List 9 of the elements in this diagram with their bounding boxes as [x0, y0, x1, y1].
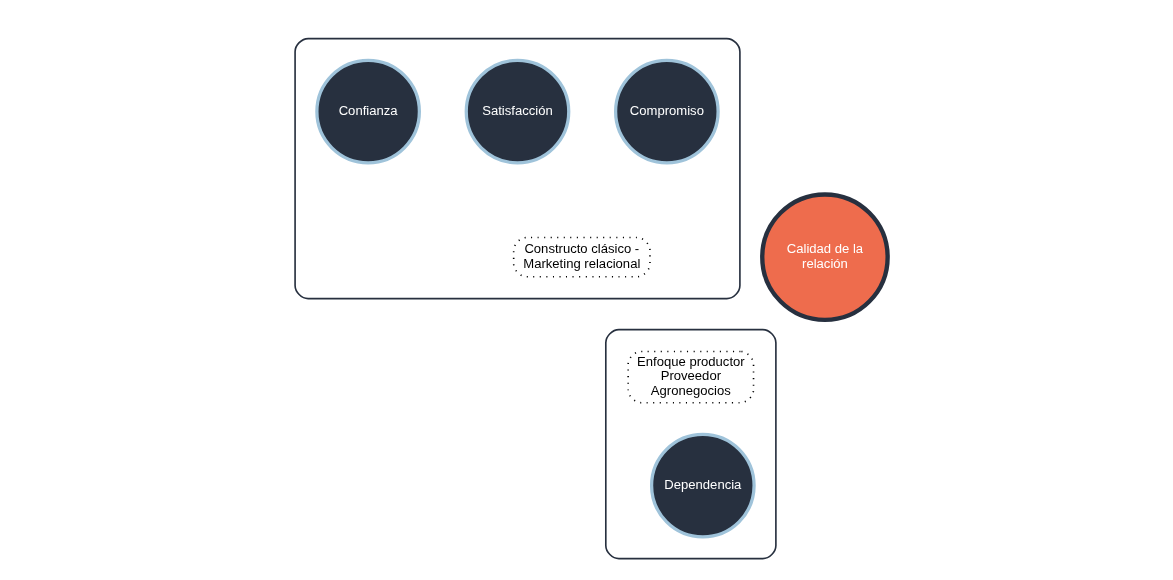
node-circle: Calidad de la relación — [759, 192, 890, 323]
cluster — [293, 37, 741, 300]
node-circle: Dependencia — [649, 432, 756, 539]
node-box: Enfoque productor Proveedor Agronegocios — [626, 350, 754, 404]
node-circle: Confianza — [314, 58, 421, 165]
cluster — [604, 328, 777, 560]
node-box: Constructo clásico - Marketing relacional — [512, 236, 651, 278]
node-circle: Compromiso — [613, 58, 720, 165]
node-circle: Satisfacción — [464, 58, 570, 165]
